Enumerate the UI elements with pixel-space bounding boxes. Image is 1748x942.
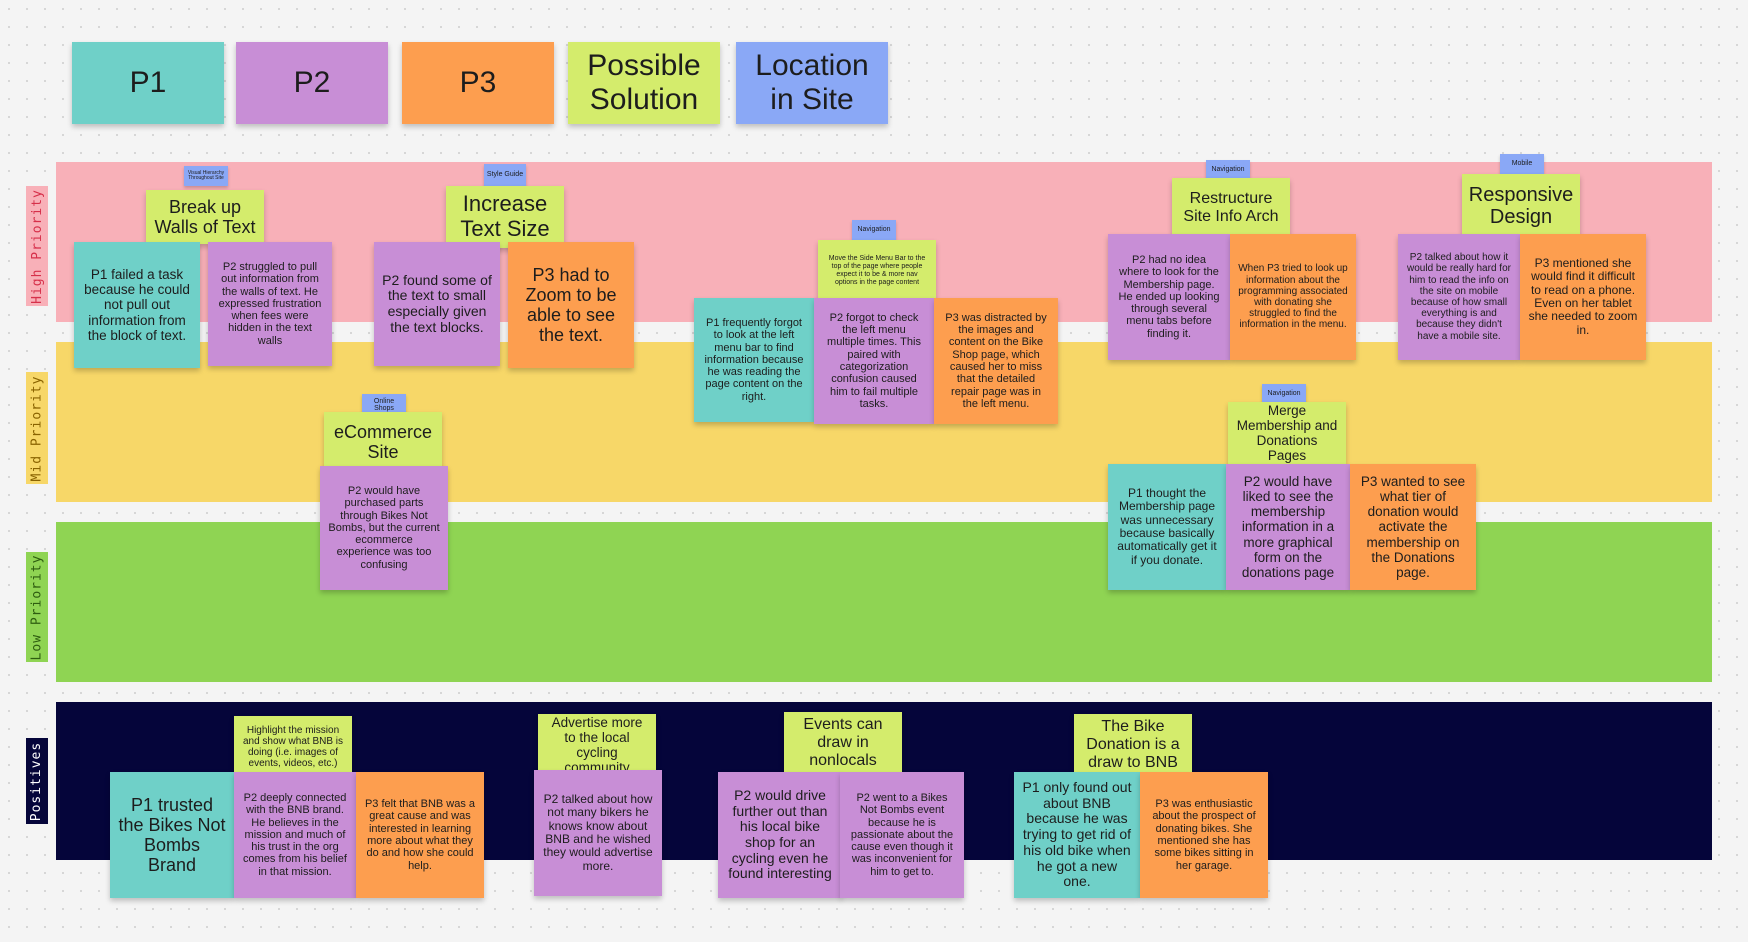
responsive-p3-note[interactable]: P3 mentioned she would find it difficult… xyxy=(1520,234,1646,360)
walls-location-tag[interactable]: Visual Hierarchy Throughout Site xyxy=(184,166,228,186)
sidemenu-location-tag[interactable]: Navigation xyxy=(852,220,896,240)
infoarch-location-tag[interactable]: Navigation xyxy=(1206,160,1250,180)
events-p2-event-note[interactable]: P2 went to a Bikes Not Bombs event becau… xyxy=(840,772,964,898)
events-solution-note[interactable]: Events can draw in nonlocals xyxy=(784,712,902,774)
responsive-p2-note[interactable]: P2 talked about how it would be really h… xyxy=(1398,234,1520,360)
textsize-p2-note[interactable]: P2 found some of the text to small espec… xyxy=(374,242,500,366)
textsize-p3-note[interactable]: P3 had to Zoom to be able to see the tex… xyxy=(508,242,634,368)
textsize-solution-note[interactable]: Increase Text Size xyxy=(446,186,564,248)
legend-p3-note[interactable]: P3 xyxy=(402,42,554,124)
merge-p3-note[interactable]: P3 wanted to see what tier of donation w… xyxy=(1350,464,1476,590)
donation-p3-note[interactable]: P3 was enthusiastic about the prospect o… xyxy=(1140,772,1268,898)
walls-p2-note[interactable]: P2 struggled to pull out information fro… xyxy=(208,242,332,366)
row-label-high-priority[interactable]: High Priority xyxy=(26,186,48,306)
merge-p1-note[interactable]: P1 thought the Membership page was unnec… xyxy=(1108,464,1226,590)
legend-p1-note[interactable]: P1 xyxy=(72,42,224,124)
ecommerce-location-tag[interactable]: Online Shops xyxy=(362,394,406,416)
infoarch-p2-note[interactable]: P2 had no idea where to look for the Mem… xyxy=(1108,234,1230,360)
legend-p2-note[interactable]: P2 xyxy=(236,42,388,124)
ecommerce-solution-note[interactable]: eCommerce Site xyxy=(324,412,442,472)
brand-p1-note[interactable]: P1 trusted the Bikes Not Bombs Brand xyxy=(110,772,234,898)
textsize-location-tag[interactable]: Style Guide xyxy=(484,164,526,186)
walls-solution-note[interactable]: Break up Walls of Text xyxy=(146,190,264,244)
donation-p1-note[interactable]: P1 only found out about BNB because he w… xyxy=(1014,772,1140,898)
infoarch-p3-note[interactable]: When P3 tried to look up information abo… xyxy=(1230,234,1356,360)
infoarch-solution-note[interactable]: Restructure Site Info Arch xyxy=(1172,178,1290,238)
legend-solution-note[interactable]: Possible Solution xyxy=(568,42,720,124)
row-label-positives[interactable]: Positives xyxy=(26,738,48,824)
walls-p1-note[interactable]: P1 failed a task because he could not pu… xyxy=(74,242,200,368)
row-label-mid-priority[interactable]: Mid Priority xyxy=(26,372,48,484)
merge-location-tag[interactable]: Navigation xyxy=(1262,384,1306,404)
merge-p2-note[interactable]: P2 would have liked to see the membershi… xyxy=(1226,464,1350,590)
responsive-solution-note[interactable]: Responsive Design xyxy=(1462,174,1580,238)
sidemenu-p2-note[interactable]: P2 forgot to check the left menu multipl… xyxy=(814,298,934,424)
ecommerce-p2-note[interactable]: P2 would have purchased parts through Bi… xyxy=(320,466,448,590)
sidemenu-solution-note[interactable]: Move the Side Menu Bar to the top of the… xyxy=(818,240,936,302)
events-p2-drive-note[interactable]: P2 would drive further out than his loca… xyxy=(718,772,842,898)
advertise-solution-note[interactable]: Advertise more to the local cycling comm… xyxy=(538,714,656,776)
advertise-p2-note[interactable]: P2 talked about how not many bikers he k… xyxy=(534,770,662,896)
donation-solution-note[interactable]: The Bike Donation is a draw to BNB xyxy=(1074,714,1192,776)
merge-solution-note[interactable]: Merge Membership and Donations Pages xyxy=(1228,402,1346,464)
legend-location-note[interactable]: Location in Site xyxy=(736,42,888,124)
brand-solution-note[interactable]: Highlight the mission and show what BNB … xyxy=(234,716,352,778)
sidemenu-p1-note[interactable]: P1 frequently forgot to look at the left… xyxy=(694,298,814,422)
brand-p2-note[interactable]: P2 deeply connected with the BNB brand. … xyxy=(234,772,356,898)
brand-p3-note[interactable]: P3 felt that BNB was a great cause and w… xyxy=(356,772,484,898)
sidemenu-p3-note[interactable]: P3 was distracted by the images and cont… xyxy=(934,298,1058,424)
responsive-location-tag[interactable]: Mobile xyxy=(1500,154,1544,174)
row-label-low-priority[interactable]: Low Priority xyxy=(26,552,48,662)
